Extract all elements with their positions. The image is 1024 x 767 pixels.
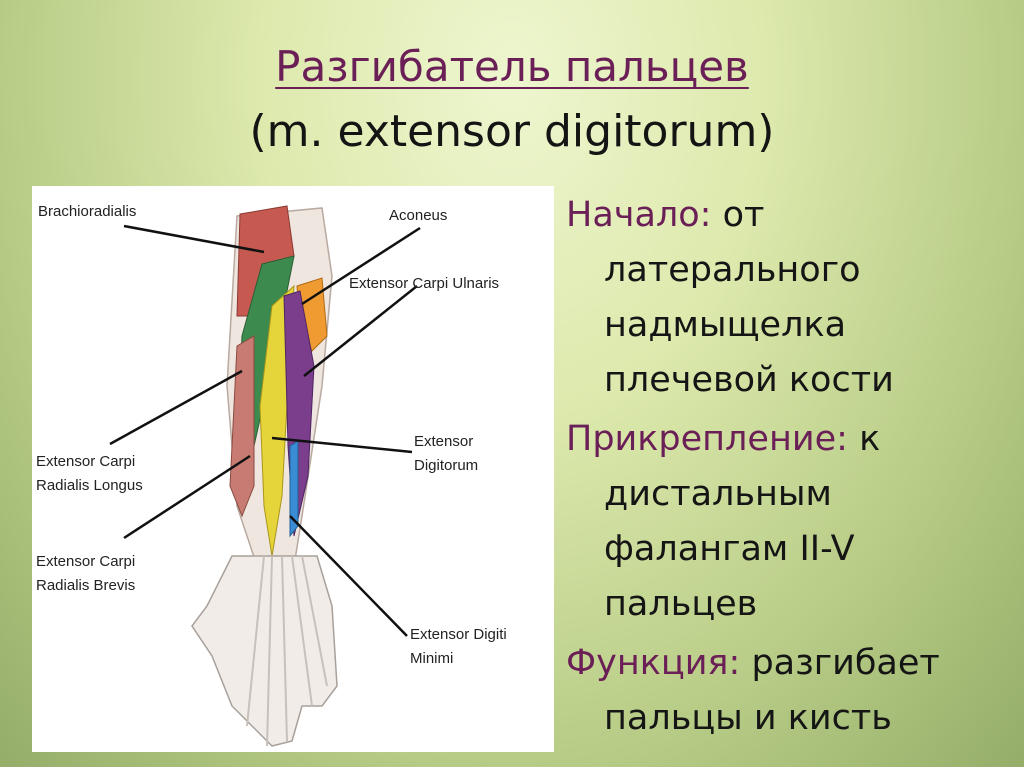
origin-line: латерального xyxy=(604,250,861,290)
slide-title: Разгибатель пальцев xyxy=(275,42,749,91)
insertion-line: фалангам II-V xyxy=(604,529,855,569)
muscle-description: Начало: от латерального надмыщелка плече… xyxy=(566,188,1016,750)
origin-key: Начало: xyxy=(566,195,712,235)
edm-muscle xyxy=(289,440,299,538)
label-ecrb-line2: Radialis Brevis xyxy=(36,577,136,594)
label-ecrl-line1: Extensor Carpi xyxy=(36,453,136,470)
origin-block: Начало: от латерального надмыщелка плече… xyxy=(566,188,1016,408)
tendons xyxy=(246,555,328,747)
insertion-key: Прикрепление: xyxy=(566,419,848,459)
label-ecrl-line2: Radialis Longus xyxy=(36,477,143,494)
function-block: Функция: разгибает пальцы и кисть xyxy=(566,636,1016,746)
label-ed-line1: Extensor xyxy=(414,433,474,450)
insertion-block: Прикрепление: к дистальным фалангам II-V… xyxy=(566,412,1016,632)
insertion-first: к xyxy=(859,419,881,459)
insertion-line: пальцев xyxy=(604,584,758,624)
label-ed-line2: Digitorum xyxy=(414,457,479,474)
label-extensor-carpi-ulnaris: Extensor Carpi Ulnaris xyxy=(349,275,500,292)
label-edm-line1: Extensor Digiti xyxy=(410,626,507,643)
hand-outline xyxy=(191,555,338,747)
label-edm-line2: Minimi xyxy=(410,650,454,667)
forearm-drawing xyxy=(109,205,421,747)
leader-lines xyxy=(109,224,421,637)
ecrb-muscle xyxy=(229,335,255,518)
label-aconeus: Aconeus xyxy=(389,207,448,224)
function-first: разгибает xyxy=(751,643,940,683)
forearm-muscle-illustration: Brachioradialis Aconeus Extensor Carpi U… xyxy=(32,186,554,752)
origin-first: от xyxy=(722,195,765,235)
function-line: пальцы и кисть xyxy=(604,698,892,738)
slide-subtitle: (m. extensor digitorum) xyxy=(249,106,775,157)
insertion-line: дистальным xyxy=(604,474,832,514)
label-brachioradialis: Brachioradialis xyxy=(38,203,137,220)
function-key: Функция: xyxy=(566,643,741,683)
origin-line: плечевой кости xyxy=(604,360,894,400)
origin-line: надмыщелка xyxy=(604,305,847,345)
label-ecrb-line1: Extensor Carpi xyxy=(36,553,136,570)
